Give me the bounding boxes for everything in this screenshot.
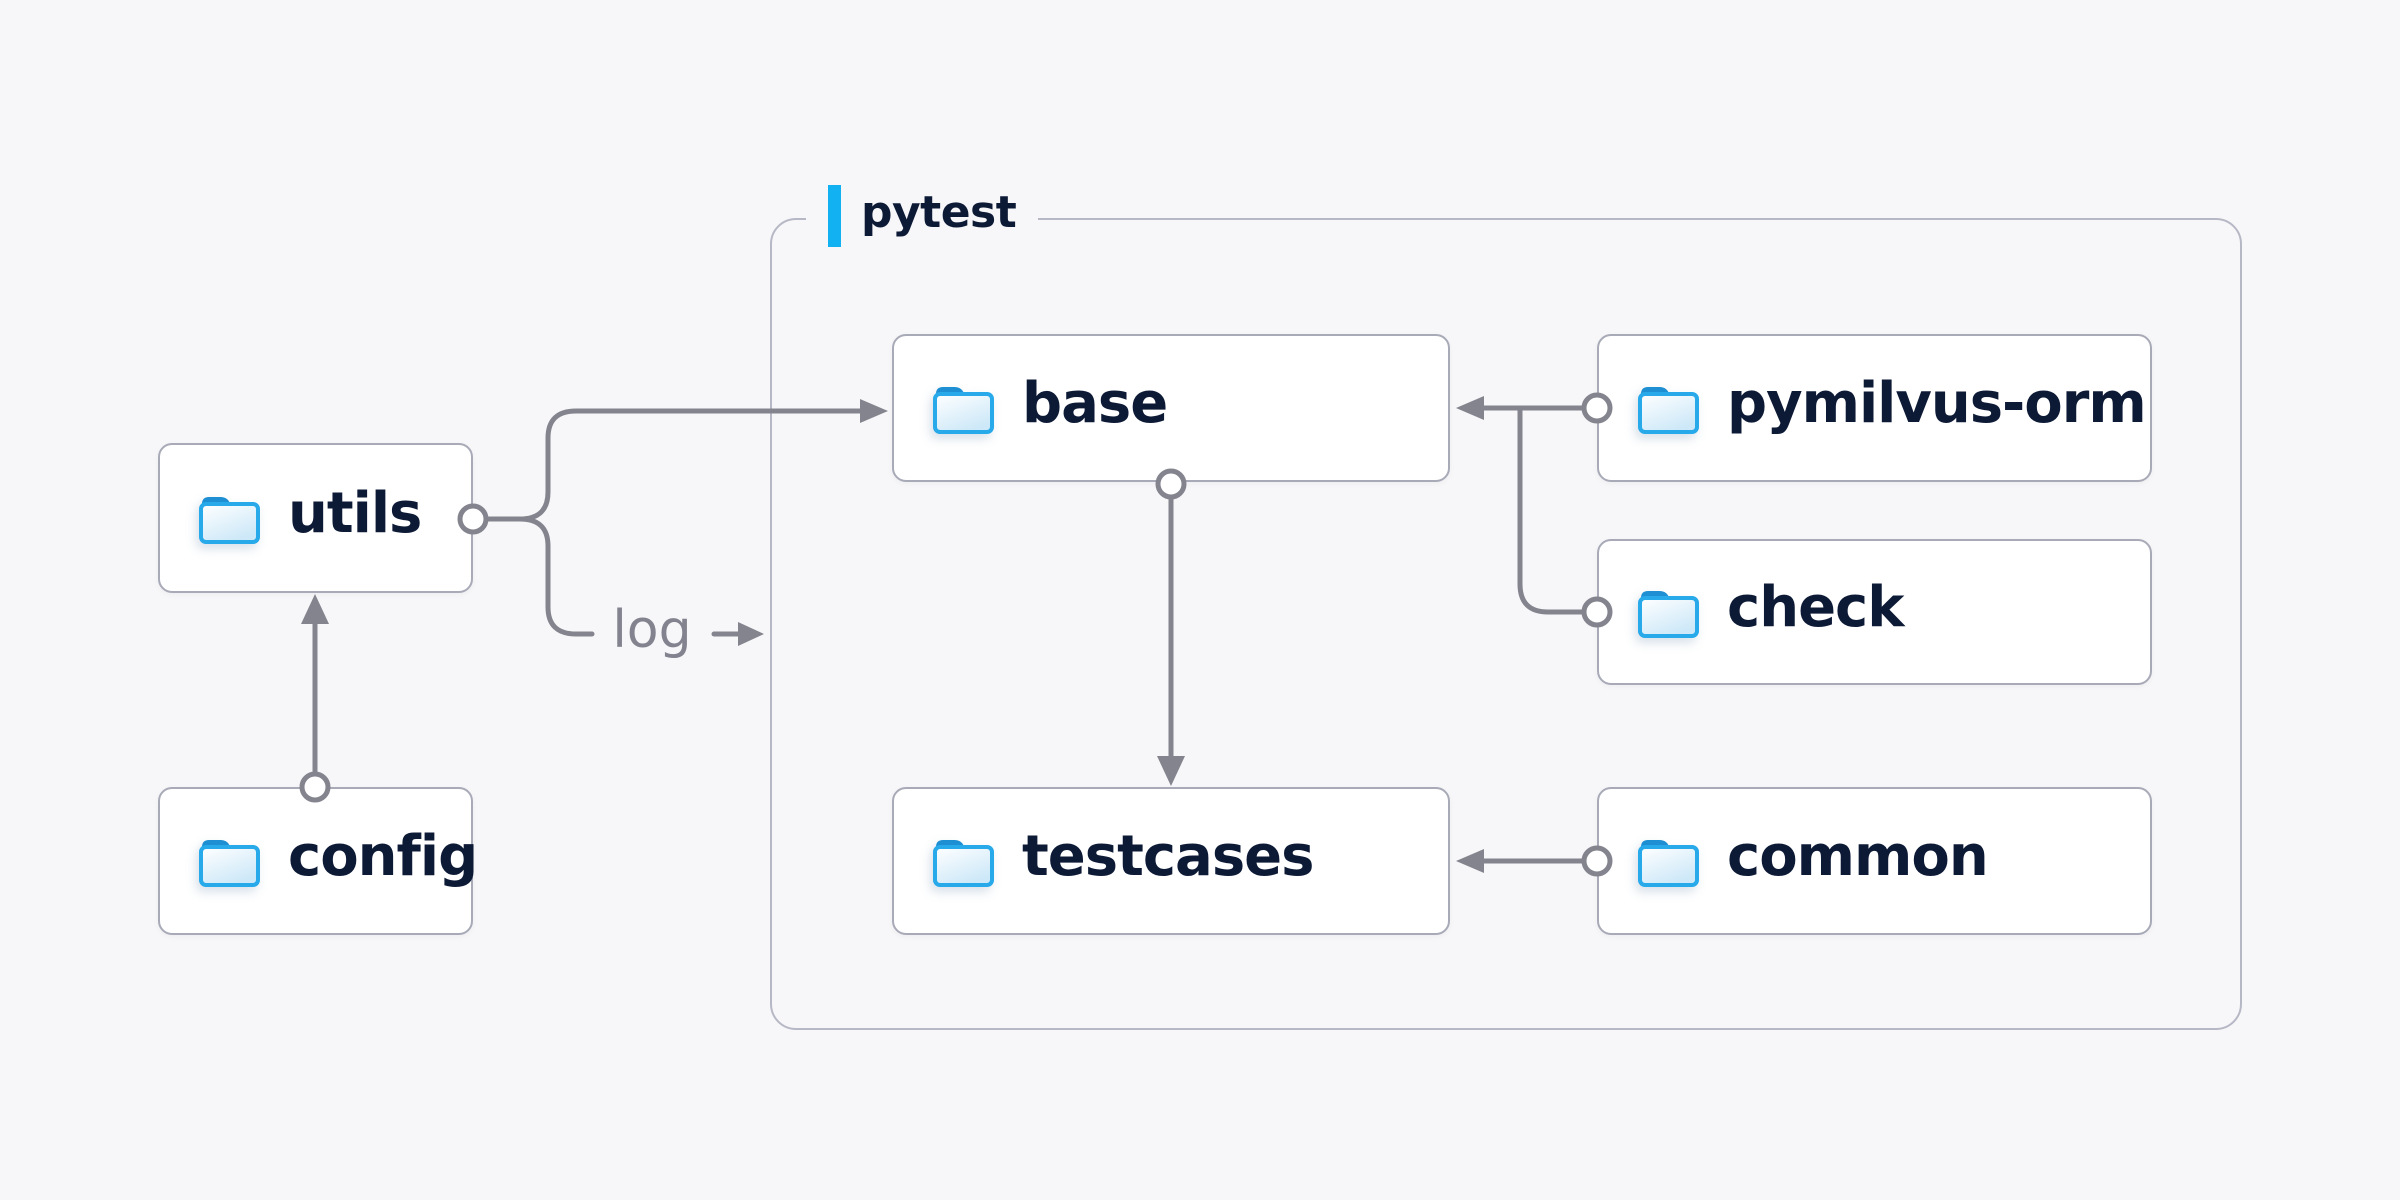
node-common: common [1597,787,2152,935]
edge-config-utils [299,594,331,803]
node-pymilvus-orm: pymilvus-orm [1597,334,2152,482]
node-utils: utils [158,443,473,593]
node-label: check [1727,575,1904,640]
node-label: common [1727,824,1989,889]
folder-icon [196,491,262,545]
node-testcases: testcases [892,787,1450,935]
folder-icon [930,834,996,888]
accent-bar [828,185,841,247]
node-label: config [288,824,478,889]
node-label: base [1022,371,1168,436]
folder-icon [1635,585,1701,639]
folder-icon [930,381,996,435]
folder-icon [196,834,262,888]
node-check: check [1597,539,2152,685]
node-config: config [158,787,478,935]
folder-icon [1635,834,1701,888]
node-label: utils [288,481,422,546]
node-base: base [892,334,1450,482]
node-label: testcases [1022,824,1314,889]
pytest-group-label: pytest [806,183,1039,249]
folder-icon [1635,381,1701,435]
pytest-group-title: pytest [861,187,1017,238]
node-label: pymilvus-orm [1727,371,2147,436]
edge-label-log: log [612,600,692,660]
pytest-group-box [770,218,2242,1030]
